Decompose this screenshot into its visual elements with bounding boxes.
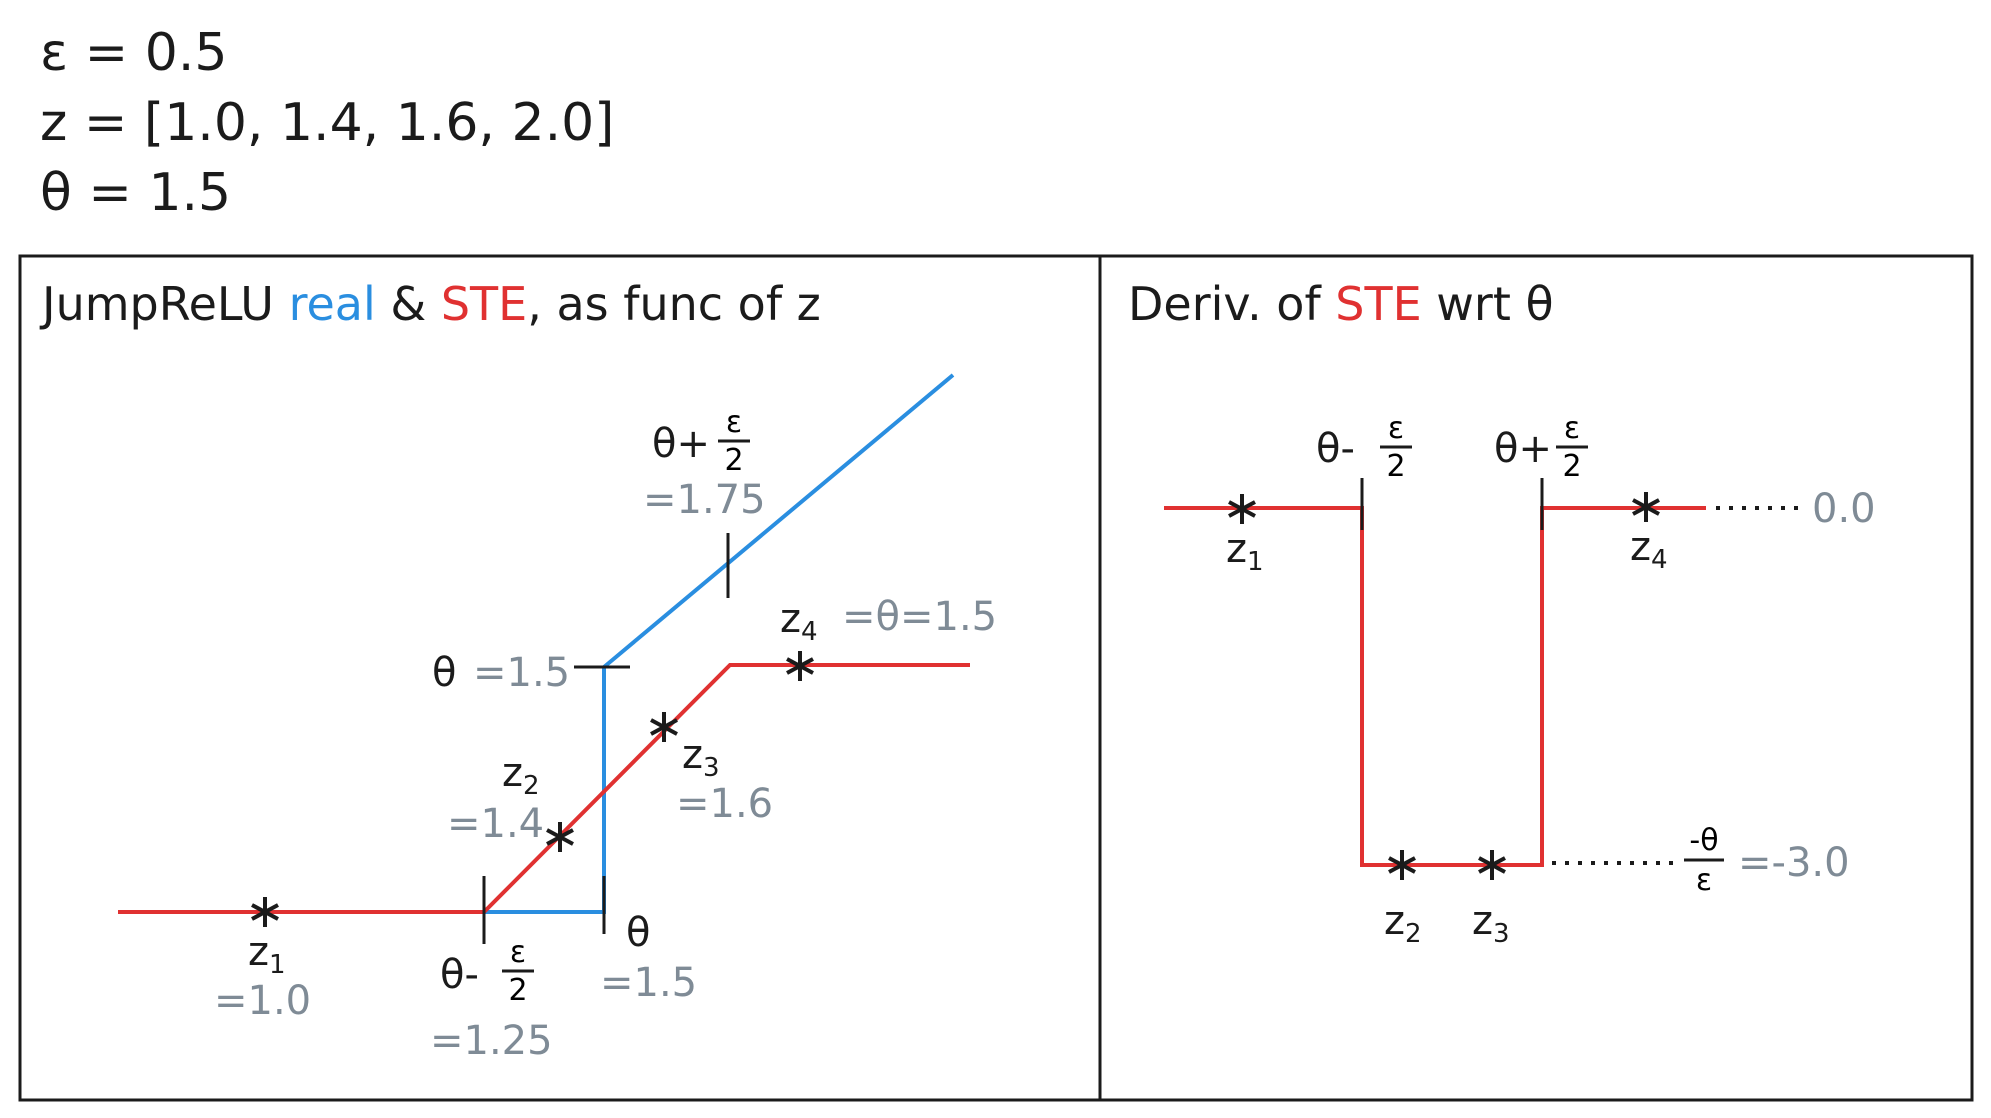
value-1-25: =1.25 xyxy=(430,1018,553,1064)
value-1-5-left: =1.5 xyxy=(473,650,570,696)
value-z4: =θ=1.5 xyxy=(842,594,997,640)
value-zero: 0.0 xyxy=(1812,486,1876,532)
frac-den-top: 2 xyxy=(724,443,743,478)
label-right-z1: z1 xyxy=(1226,526,1264,577)
star-z4 xyxy=(786,651,814,681)
frac-right-num-2: ε xyxy=(1564,411,1580,446)
label-theta-bottom: θ xyxy=(626,910,650,956)
right-panel-frame xyxy=(1098,254,1974,1102)
label-right-z2: z2 xyxy=(1384,898,1422,949)
frac-right-den-1: 2 xyxy=(1386,449,1405,484)
frac-num-bottom: ε xyxy=(510,935,526,970)
parameter-block: ε = 0.5 z = [1.0, 1.4, 1.6, 2.0] θ = 1.5 xyxy=(40,18,614,228)
frac-num-top: ε xyxy=(726,405,742,440)
ste-derivative-curve xyxy=(1164,506,1706,867)
value-z3: =1.6 xyxy=(676,781,773,827)
value-1-75: =1.75 xyxy=(643,477,766,523)
label-z1: z1 xyxy=(248,929,286,980)
label-theta-minus: θ- xyxy=(440,952,479,998)
label-right-z3: z3 xyxy=(1472,898,1510,949)
frac-right-den-2: 2 xyxy=(1562,449,1581,484)
right-panel-title: Deriv. of STE wrt θ xyxy=(1128,277,1554,331)
frac-right-num-1: ε xyxy=(1388,411,1404,446)
left-panel-title: JumpReLU real & STE, as func of z xyxy=(39,277,821,331)
label-right-z4: z4 xyxy=(1630,524,1668,575)
frac-neg-den: ε xyxy=(1696,863,1712,898)
label-right-theta-minus: θ- xyxy=(1316,426,1355,472)
theta-param: θ = 1.5 xyxy=(40,163,232,223)
star-right-z2 xyxy=(1388,850,1416,880)
frac-neg-num: -θ xyxy=(1689,823,1718,858)
left-title-pre: JumpReLU xyxy=(39,277,289,331)
label-right-theta-plus: θ+ xyxy=(1494,426,1552,472)
star-z3 xyxy=(650,712,678,742)
star-right-z4 xyxy=(1632,492,1660,522)
value-1-5-bottom: =1.5 xyxy=(600,960,697,1006)
z-param: z = [1.0, 1.4, 1.6, 2.0] xyxy=(40,93,615,153)
label-z4: z4 xyxy=(780,596,818,647)
label-theta-left: θ xyxy=(432,650,456,696)
frac-den-bottom: 2 xyxy=(508,973,527,1008)
star-z1 xyxy=(251,897,279,927)
value-z1: =1.0 xyxy=(214,978,311,1024)
ste-curve xyxy=(118,663,970,914)
epsilon-param: ε = 0.5 xyxy=(40,23,228,83)
left-title-post: , as func of z xyxy=(527,277,821,331)
right-title-ste: STE xyxy=(1335,277,1421,331)
left-title-mid: & xyxy=(376,277,441,331)
value-neg-3: =-3.0 xyxy=(1738,840,1850,886)
label-theta-plus: θ+ xyxy=(652,421,710,467)
label-z3: z3 xyxy=(682,732,720,783)
label-z2: z2 xyxy=(502,750,540,801)
left-title-ste: STE xyxy=(441,277,527,331)
star-right-z1 xyxy=(1228,494,1256,524)
star-right-z3 xyxy=(1478,850,1506,880)
value-z2: =1.4 xyxy=(447,801,544,847)
star-z2 xyxy=(546,822,574,852)
right-title-post: wrt θ xyxy=(1422,277,1554,331)
right-title-pre: Deriv. of xyxy=(1128,277,1335,331)
left-title-real: real xyxy=(289,277,376,331)
